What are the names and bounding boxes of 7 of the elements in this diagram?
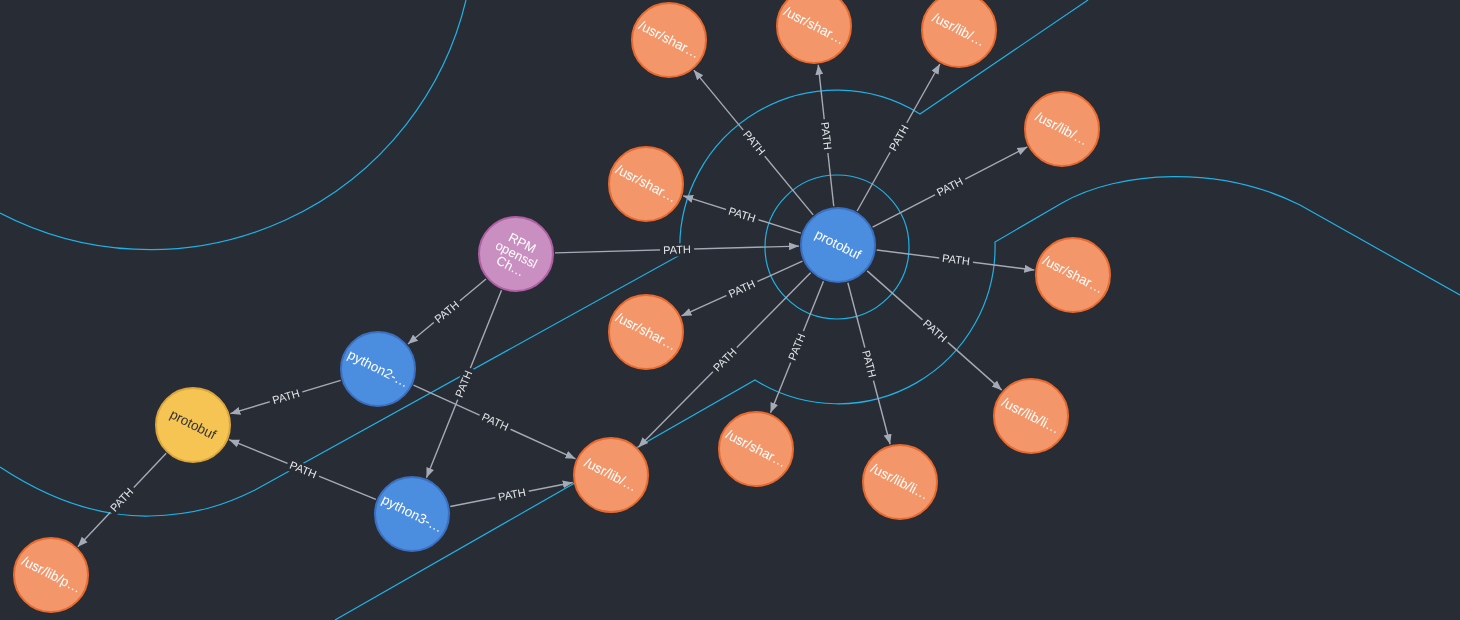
node-circle — [800, 207, 876, 283]
edge-label: PATH — [659, 242, 695, 257]
edge-label: PATH — [937, 251, 974, 269]
node-circle — [608, 294, 684, 370]
node-circle — [573, 437, 649, 513]
node-circle — [921, 0, 997, 68]
node-circle — [776, 0, 852, 64]
